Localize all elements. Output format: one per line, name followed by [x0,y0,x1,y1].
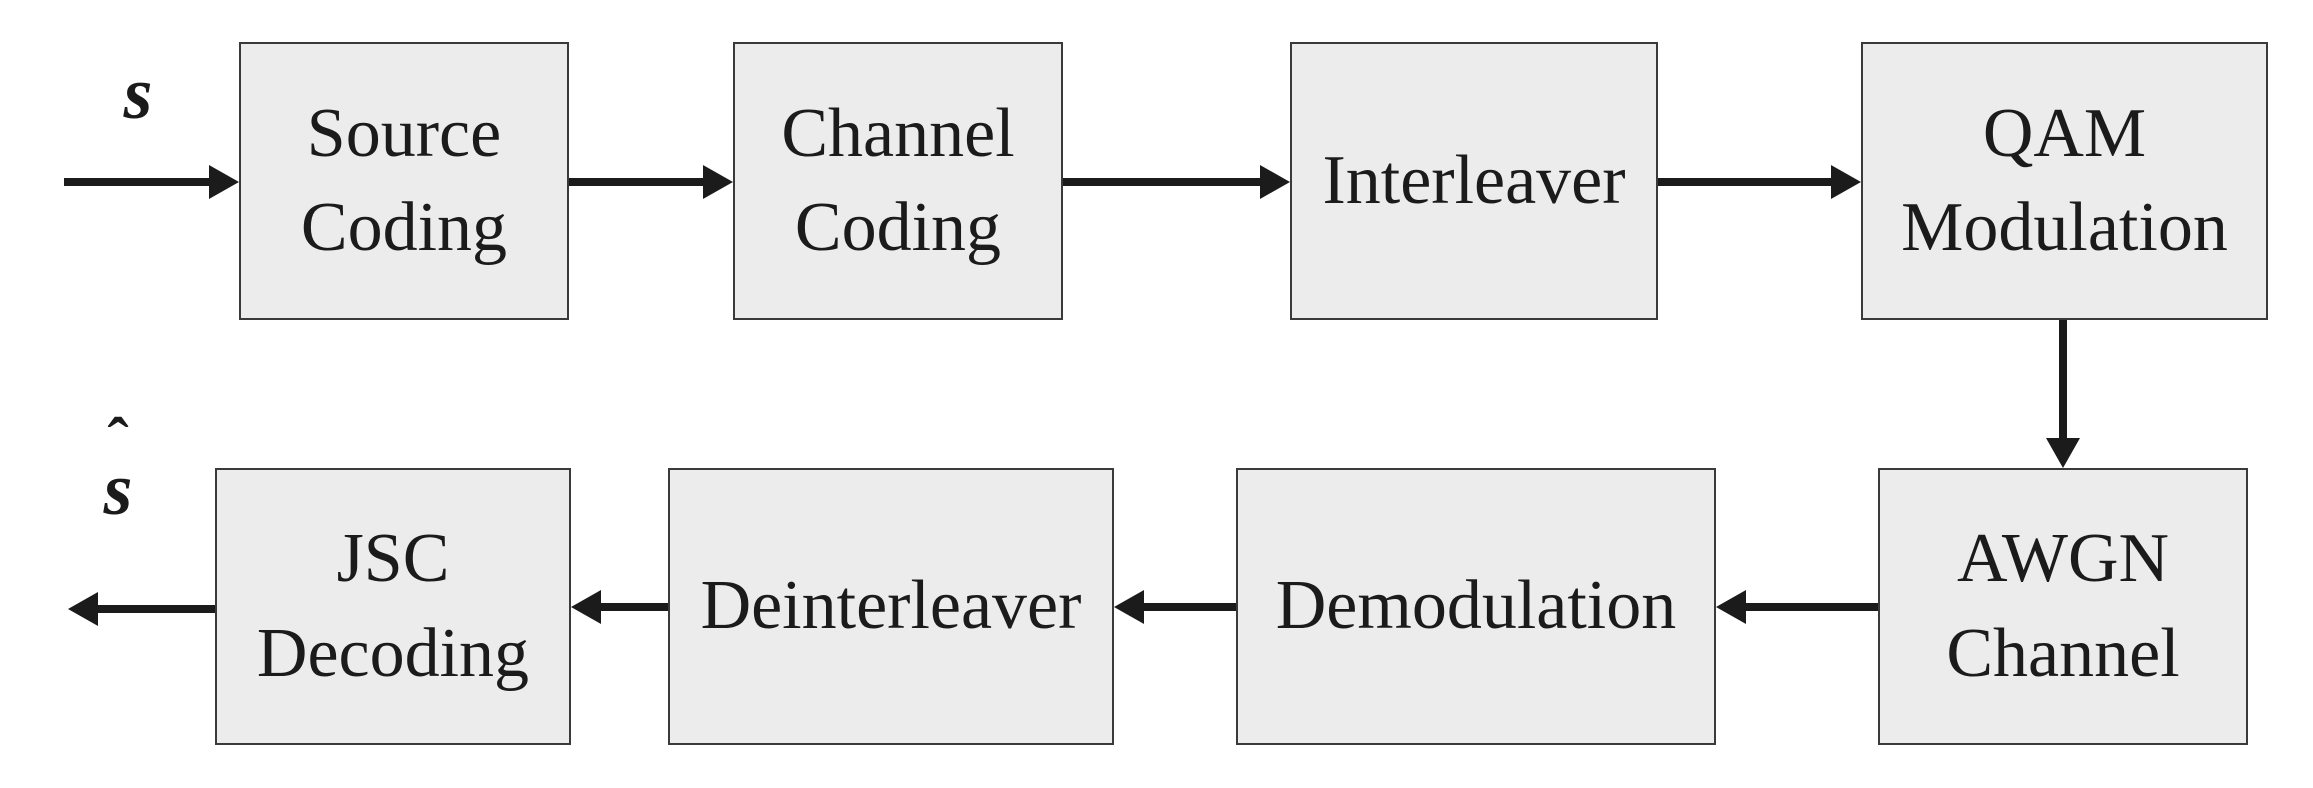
block-label-line: Channel [781,94,1015,172]
arrow-head [2046,438,2080,468]
block-channel-coding: Channel Coding [733,42,1063,320]
arrow-head [1114,590,1144,624]
arrow-qam-modulation-to-awgn-channel [2046,320,2080,468]
arrow-demodulation-to-deinterleaver [1114,590,1236,624]
arrow-shaft [1740,603,1878,611]
arrow-head [1260,165,1290,199]
arrow-awgn-channel-to-demodulation [1716,590,1878,624]
arrow-head [1716,590,1746,624]
arrow-channel-coding-to-interleaver [1063,165,1290,199]
arrow-shaft [2059,320,2067,444]
block-label-line: Channel [1946,614,2180,692]
block-label-line: Coding [794,189,1002,266]
arrow-input-to-source-coding [64,165,239,199]
arrow-deinterleaver-to-jsc-decoding [571,590,668,624]
arrow-head [703,165,733,199]
arrow-shaft [1658,178,1837,186]
arrow-shaft [64,178,215,186]
output-signal-label: ˆ s [78,408,158,532]
arrow-shaft [92,605,215,613]
block-demodulation: Demodulation [1236,468,1716,745]
block-label-line: Decoding [256,614,530,692]
signal-char: s [103,449,133,532]
input-signal-label: s [98,53,178,136]
block-awgn-channel: AWGN Channel [1878,468,2248,745]
signal-char: s [123,53,153,136]
block-qam-modulation: QAM Modulation [1861,42,2268,320]
block-jsc-decoding: JSC Decoding [215,468,571,745]
arrow-head [209,165,239,199]
arrow-head [68,592,98,626]
block-interleaver: Interleaver [1290,42,1658,320]
block-label-line: JSC [336,520,450,597]
arrow-head [1831,165,1861,199]
arrow-jsc-decoding-to-output [68,592,215,626]
arrow-shaft [569,178,709,186]
block-label-line: QAM [1982,94,2147,172]
block-label-line: AWGN [1956,520,2170,597]
arrow-source-coding-to-channel-coding [569,165,733,199]
block-label-line: Coding [300,189,508,266]
arrow-shaft [1063,178,1266,186]
block-deinterleaver: Deinterleaver [668,468,1114,745]
block-label-line: Demodulation [1275,567,1677,645]
arrow-shaft [1138,603,1236,611]
block-label-line: Interleaver [1322,141,1626,219]
arrow-shaft [595,603,668,611]
arrow-head [571,590,601,624]
block-source-coding: Source Coding [239,42,569,320]
block-label-line: Modulation [1901,189,2228,266]
block-label-line: Deinterleaver [700,567,1082,645]
arrow-interleaver-to-qam-modulation [1658,165,1861,199]
block-label-line: Source [306,94,502,172]
